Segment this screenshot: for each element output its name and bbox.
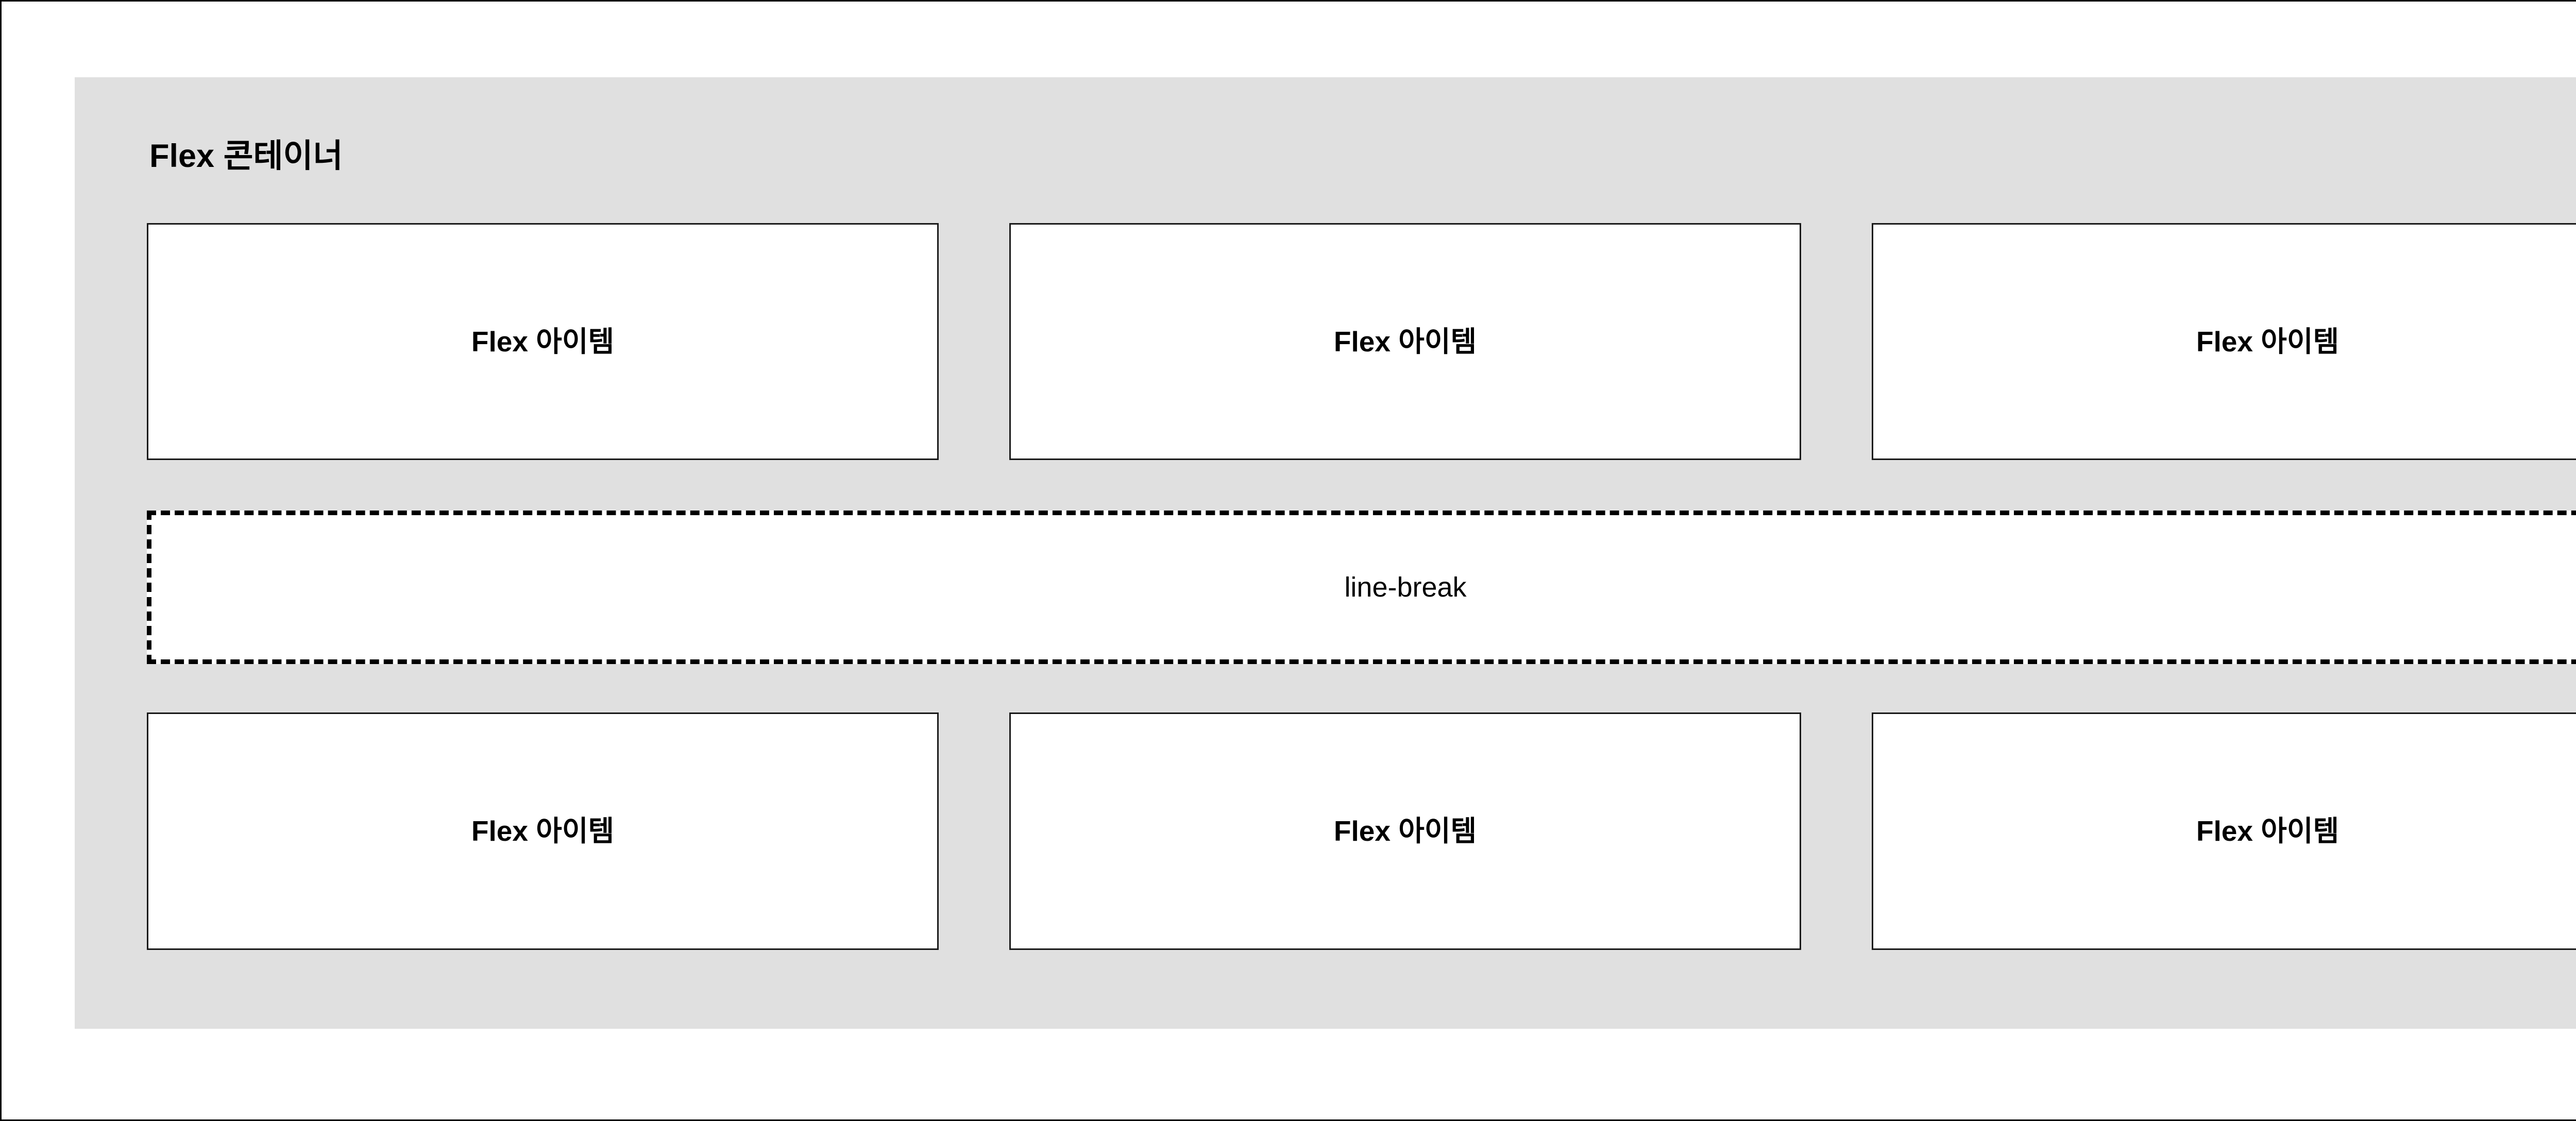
flex-item[interactable]: Flex 아이템	[1009, 712, 1801, 950]
flex-item-label: Flex 아이템	[1333, 325, 1477, 358]
flex-item[interactable]: Flex 아이템	[1009, 223, 1801, 460]
flex-item-label: Flex 아이템	[2196, 815, 2340, 847]
flex-item-label: Flex 아이템	[2196, 325, 2340, 358]
flex-item-row-bottom: Flex 아이템 Flex 아이템 Flex 아이템	[147, 712, 2576, 950]
flex-item[interactable]: Flex 아이템	[147, 223, 939, 460]
flex-item-label: Flex 아이템	[471, 325, 615, 358]
flex-item[interactable]: Flex 아이템	[1872, 712, 2576, 950]
flex-item[interactable]: Flex 아이템	[1872, 223, 2576, 460]
flex-container: Flex 콘테이너 Flex 아이템 Flex 아이템 Flex 아이템 lin…	[75, 77, 2576, 1029]
flex-item-label: Flex 아이템	[1333, 815, 1477, 847]
flex-item-row-top: Flex 아이템 Flex 아이템 Flex 아이템	[147, 223, 2576, 460]
line-break-label: line-break	[1344, 572, 1467, 603]
flex-container-title: Flex 콘테이너	[149, 138, 343, 174]
flex-item[interactable]: Flex 아이템	[147, 712, 939, 950]
flex-item-label: Flex 아이템	[471, 815, 615, 847]
line-break-separator: line-break	[147, 511, 2576, 664]
